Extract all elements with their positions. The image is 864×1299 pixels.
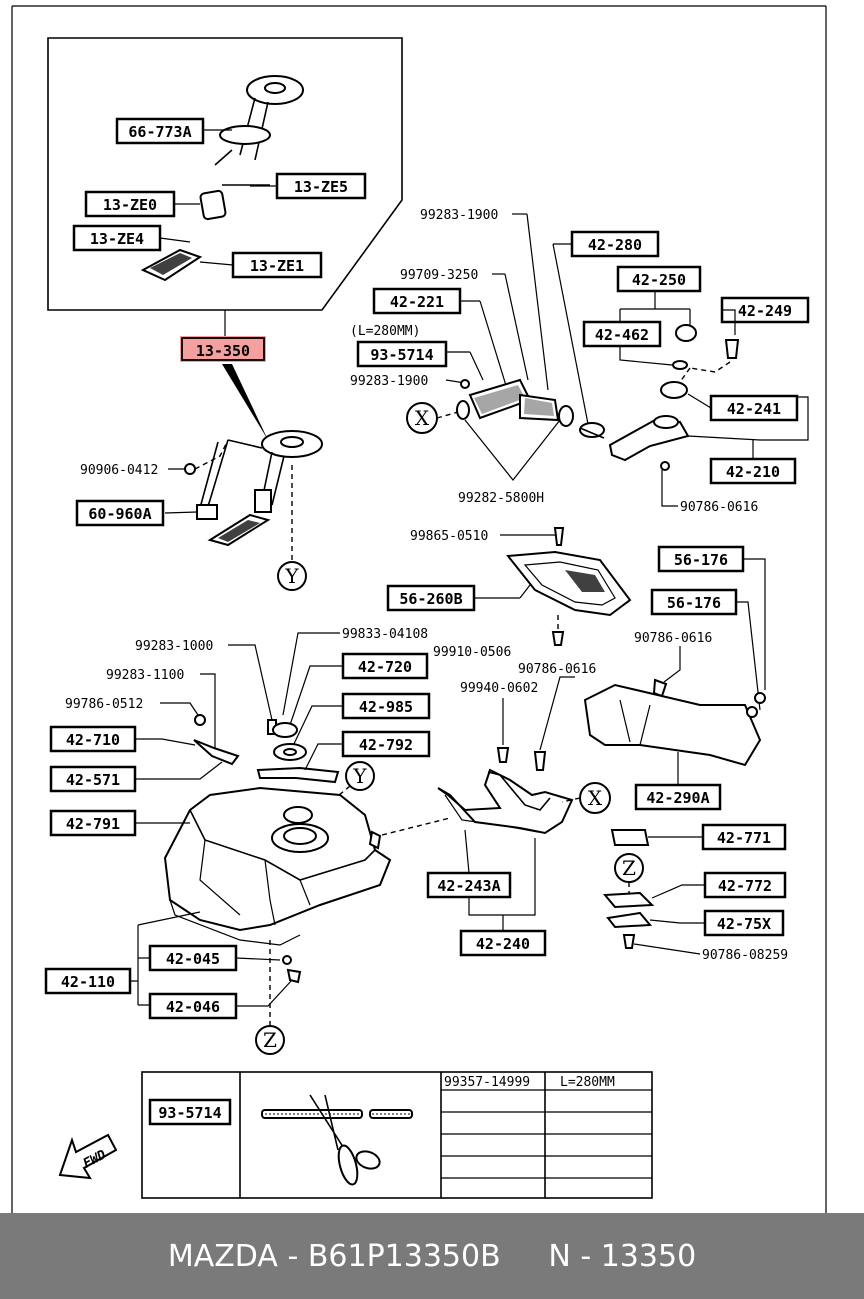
label-42-046: 42-046: [166, 998, 220, 1016]
label-99283-1900-a: 99283-1900: [420, 208, 498, 223]
label-99283-1900-b: 99283-1900: [350, 374, 428, 389]
label-99282-5800H: 99282-5800H: [458, 491, 544, 506]
label-42-771: 42-771: [717, 829, 771, 847]
label-42-792: 42-792: [359, 736, 413, 754]
label-42-210: 42-210: [726, 463, 780, 481]
label-93-5714: 93-5714: [370, 346, 433, 364]
label-42-241: 42-241: [727, 400, 781, 418]
label-42-110: 42-110: [61, 973, 115, 991]
parts-diagram: 66-773A 13-ZE5 13-ZE0 13-ZE4 13-ZE1 13-3…: [11, 5, 827, 1213]
label-56-176-b: 56-176: [667, 594, 721, 612]
tank-band-bracket: [437, 768, 574, 835]
label-42-985: 42-985: [359, 698, 413, 716]
label-66-773A: 66-773A: [128, 123, 191, 141]
fwd-arrow-icon: FWD: [58, 1133, 118, 1180]
label-42-290A: 42-290A: [646, 789, 709, 807]
label-13-ZE0: 13-ZE0: [103, 196, 157, 214]
label-42-462: 42-462: [595, 326, 649, 344]
footer-brand: MAZDA: [167, 1238, 278, 1274]
label-90786-0616-a: 90786-0616: [680, 500, 758, 515]
label-42-710: 42-710: [66, 731, 120, 749]
svg-text:X: X: [415, 406, 430, 430]
label-60-960A: 60-960A: [88, 505, 151, 523]
label-99940-0602: 99940-0602: [460, 681, 538, 696]
marker-y-upper: [277, 561, 307, 591]
label-42-240: 42-240: [476, 935, 530, 953]
table-cell-part-number: 99357-14999: [444, 1075, 530, 1090]
label-42-791: 42-791: [66, 815, 120, 833]
filler-hose: [456, 378, 690, 471]
label-90786-0616-c: 90786-0616: [518, 662, 596, 677]
footer-ref-prefix: N -: [548, 1238, 601, 1274]
label-42-250: 42-250: [632, 271, 686, 289]
label-42-221: 42-221: [390, 293, 444, 311]
svg-text:Y: Y: [284, 564, 299, 588]
highlight-13-350: [180, 336, 266, 362]
footer-ref-number: 13350: [600, 1238, 697, 1274]
inset-panel: [47, 37, 403, 311]
label-90786-0616-b: 90786-0616: [634, 631, 712, 646]
label-56-260B: 56-260B: [399, 590, 462, 608]
label-42-571: 42-571: [66, 771, 120, 789]
label-99910-0506: 99910-0506: [433, 645, 511, 660]
label-42-772: 42-772: [718, 877, 772, 895]
footer-separator: -: [277, 1238, 308, 1274]
label-99283-1000: 99283-1000: [135, 639, 213, 654]
label-99709-3250: 99709-3250: [400, 268, 478, 283]
label-90786-08259: 90786-08259: [702, 948, 788, 963]
table-cell-length: L=280MM: [560, 1075, 615, 1090]
label-42-720: 42-720: [358, 658, 412, 676]
footer-bar: MAZDA - B61P13350B N - 13350: [0, 1213, 864, 1299]
label-42-045: 42-045: [166, 950, 220, 968]
svg-text:Z: Z: [622, 856, 636, 880]
heat-insulator: [583, 683, 762, 767]
footer-part-number: B61P13350B: [307, 1238, 501, 1274]
label-42-280: 42-280: [588, 236, 642, 254]
label-42-249: 42-249: [738, 302, 792, 320]
footer-gap: [501, 1239, 549, 1274]
svg-text:X: X: [588, 786, 603, 810]
label-13-ZE5: 13-ZE5: [294, 178, 348, 196]
marker-z-left: [255, 1025, 285, 1055]
label-99833-04108: 99833-04108: [342, 627, 428, 642]
label-13-ZE1: 13-ZE1: [250, 257, 304, 275]
svg-text:Y: Y: [352, 764, 367, 788]
label-99786-0512: 99786-0512: [65, 697, 143, 712]
label-42-75X: 42-75X: [717, 915, 771, 933]
label-99865-0510: 99865-0510: [410, 529, 488, 544]
label-42-243A: 42-243A: [437, 877, 500, 895]
table-part-label: 93-5714: [158, 1104, 221, 1122]
fuel-pump-assembly: [196, 430, 323, 547]
label-99283-1100: 99283-1100: [106, 668, 184, 683]
svg-text:Z: Z: [263, 1028, 277, 1052]
fuel-pump-sketch: [140, 75, 304, 282]
label-13-ZE4: 13-ZE4: [90, 230, 144, 248]
label-13-350: 13-350: [196, 342, 250, 360]
label-56-176-a: 56-176: [674, 551, 728, 569]
shield-part: [506, 550, 632, 617]
hose-spec-table: 93-5714 99357-14999 L=280MM: [141, 1071, 653, 1199]
plate-part: [610, 829, 650, 846]
label-length-280mm: (L=280MM): [350, 324, 420, 339]
fuel-fittings: [193, 714, 340, 784]
fuel-tank: [163, 786, 392, 946]
label-90906-0412: 90906-0412: [80, 463, 158, 478]
marker-y-lower: [345, 761, 375, 791]
